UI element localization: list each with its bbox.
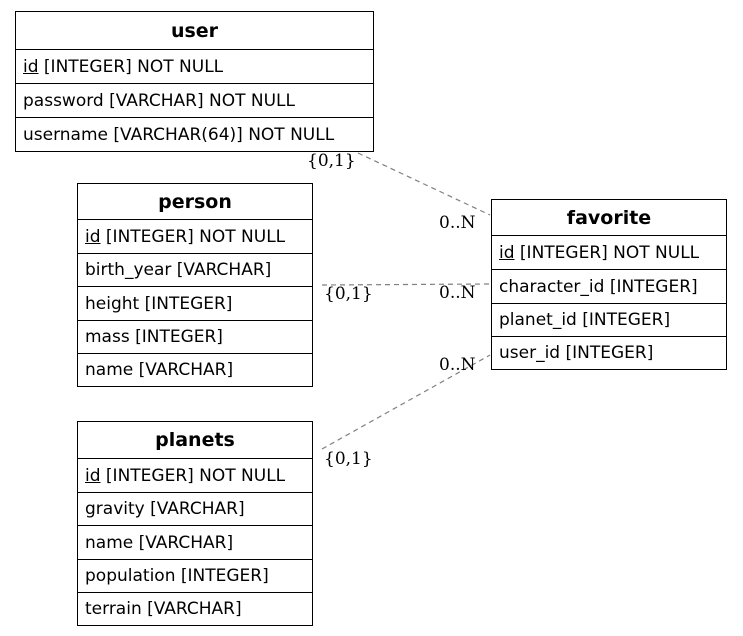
cardinality-user-side: {0,1}	[307, 151, 356, 171]
entity-title: favorite	[492, 200, 726, 236]
column-row: id [INTEGER] NOT NULL	[78, 459, 312, 493]
column-row: name [VARCHAR]	[78, 526, 312, 560]
cardinality-favorite-side-person: 0..N	[439, 283, 476, 303]
column-text: birth_year [VARCHAR]	[85, 260, 272, 280]
column-row: id [INTEGER] NOT NULL	[492, 236, 726, 270]
column-text: name [VARCHAR]	[85, 532, 234, 553]
column-text: character_id [INTEGER]	[499, 276, 698, 297]
column-row: birth_year [VARCHAR]	[78, 254, 312, 287]
cardinality-favorite-side-user: 0..N	[439, 213, 476, 233]
column-row: planet_id [INTEGER]	[492, 304, 726, 337]
cardinality-person-side: {0,1}	[324, 284, 373, 304]
pk-label: id	[85, 226, 101, 247]
column-row: gravity [VARCHAR]	[78, 493, 312, 526]
cardinality-planets-side: {0,1}	[324, 449, 373, 469]
column-text: user_id [INTEGER]	[499, 343, 654, 363]
column-text: planet_id [INTEGER]	[499, 310, 671, 330]
pk-label: id	[85, 465, 101, 486]
cardinality-favorite-side-planets: 0..N	[439, 355, 476, 375]
column-text: terrain [VARCHAR]	[85, 599, 242, 619]
entity-favorite[interactable]: favorite id [INTEGER] NOT NULL character…	[491, 199, 727, 370]
column-text: [INTEGER] NOT NULL	[100, 226, 286, 247]
column-row: name [VARCHAR]	[78, 354, 312, 386]
column-text: password [VARCHAR] NOT NULL	[23, 90, 295, 111]
entity-title: person	[78, 184, 312, 220]
pk-label: id	[23, 56, 39, 77]
column-text: [INTEGER] NOT NULL	[100, 465, 286, 486]
column-row: height [INTEGER]	[78, 287, 312, 321]
entity-planets[interactable]: planets id [INTEGER] NOT NULL gravity [V…	[77, 421, 313, 626]
column-text: mass [INTEGER]	[85, 327, 223, 347]
column-row: mass [INTEGER]	[78, 321, 312, 354]
column-row: id [INTEGER] NOT NULL	[78, 220, 312, 254]
entity-user[interactable]: user id [INTEGER] NOT NULL password [VAR…	[15, 11, 374, 152]
column-row: id [INTEGER] NOT NULL	[16, 50, 373, 84]
entity-title: planets	[78, 422, 312, 459]
entity-person[interactable]: person id [INTEGER] NOT NULL birth_year …	[77, 183, 313, 387]
pk-label: id	[499, 242, 515, 263]
column-text: height [INTEGER]	[85, 293, 233, 314]
entity-title: user	[16, 12, 373, 50]
column-text: [INTEGER] NOT NULL	[514, 242, 700, 263]
column-row: user_id [INTEGER]	[492, 337, 726, 369]
column-row: population [INTEGER]	[78, 560, 312, 593]
column-text: population [INTEGER]	[85, 566, 269, 586]
edge-user-favorite	[357, 152, 491, 216]
column-row: character_id [INTEGER]	[492, 270, 726, 304]
column-text: username [VARCHAR(64)] NOT NULL	[23, 124, 335, 145]
column-text: [INTEGER] NOT NULL	[38, 56, 224, 77]
column-row: password [VARCHAR] NOT NULL	[16, 84, 373, 118]
column-text: name [VARCHAR]	[85, 360, 234, 380]
column-row: terrain [VARCHAR]	[78, 593, 312, 625]
edge-person-favorite	[321, 283, 491, 286]
column-text: gravity [VARCHAR]	[85, 499, 245, 519]
column-row: username [VARCHAR(64)] NOT NULL	[16, 118, 373, 151]
